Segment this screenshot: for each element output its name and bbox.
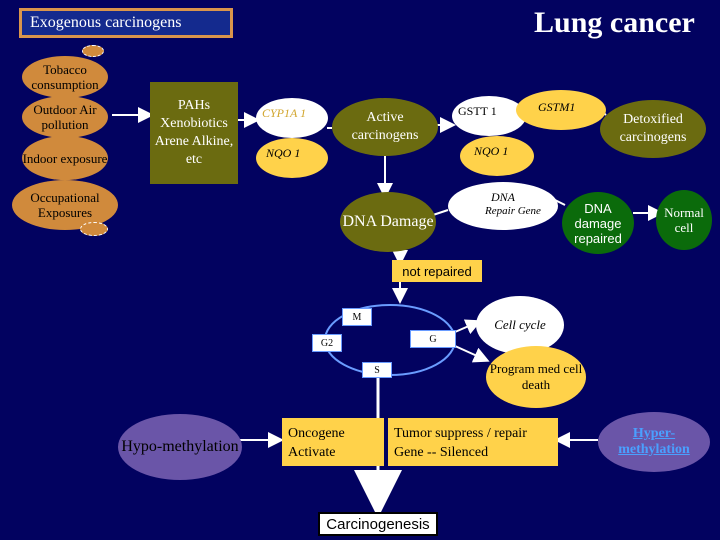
carcinogen-agents: PAHs Xenobiotics Arene Alkine, etc (150, 82, 238, 184)
cell-death-text: Program med cell death (489, 361, 583, 392)
occupational-exposures: Occupational Exposures (12, 180, 118, 230)
phase-m: M (342, 308, 372, 326)
tobacco-consumption: Tobacco consumption (22, 56, 108, 98)
dna-damage: DNA Damage (340, 192, 436, 252)
cyp1a1-label: CYP1A 1 (262, 106, 307, 120)
detoxified-carcinogens: Detoxified carcinogens (600, 100, 706, 158)
tobacco-label: Tobacco consumption (31, 62, 99, 92)
carcinogenesis: Carcinogenesis (318, 512, 438, 536)
cell-cycle-label: Cell cycle (476, 296, 564, 354)
hypo-methylation: Hypo-methylation (118, 414, 242, 480)
tumor-label: Tumor suppress / repair Gene -- Silenced (394, 426, 527, 460)
normal-cell-label: Normal cell (664, 205, 704, 235)
dna-repair-gene: DNA Repair Gene (448, 182, 558, 230)
phase-m-label: M (352, 311, 362, 323)
active-label: Active carcinogens (351, 110, 419, 143)
not-repaired-label: not repaired (402, 263, 472, 279)
hyper-methylation: Hyper-methylation (598, 412, 710, 472)
carcinogenesis-label: Carcinogenesis (326, 515, 430, 533)
detoxified-label: Detoxified carcinogens (619, 112, 687, 145)
tumor-suppress-silenced: Tumor suppress / repair Gene -- Silenced (388, 418, 558, 466)
repair-gene-sub: Repair Gene (485, 205, 541, 217)
normal-cell: Normal cell (656, 190, 712, 250)
oncogene-activate: Oncogene Activate (282, 418, 384, 466)
phase-g1: G (410, 330, 456, 348)
nqo1-right-enzyme: NQO 1 (460, 136, 534, 176)
gstm1-enzyme: GSTM1 (516, 90, 606, 130)
nqo1-right-label: NQO 1 (474, 144, 509, 158)
phase-g1-label: G (429, 333, 437, 345)
gstt1-enzyme: GSTT 1 (452, 96, 526, 136)
decor-oval-top (82, 45, 104, 57)
oncogene-label: Oncogene Activate (288, 426, 345, 460)
exogenous-title: Exogenous carcinogens (19, 8, 233, 38)
active-carcinogens: Active carcinogens (332, 98, 438, 156)
lung-cancer-title: Lung cancer (534, 6, 695, 39)
phase-g2-label: G2 (320, 337, 334, 349)
nqo1-left-label: NQO 1 (266, 146, 301, 160)
arrow-damage-to-repair (432, 209, 449, 216)
hyper-label: Hyper-methylation (618, 426, 690, 457)
dna-damage-repaired: DNA damage repaired (562, 192, 634, 254)
arrow-to-cycle-label (454, 319, 482, 335)
decor-oval-bottom (80, 222, 108, 236)
phase-s-label: S (374, 364, 380, 376)
indoor-exposure: Indoor exposure (22, 136, 108, 180)
repaired-label: DNA damage repaired (574, 200, 622, 246)
hypo-label: Hypo-methylation (121, 438, 239, 455)
gstt1-label: GSTT 1 (458, 104, 497, 118)
cyp1a1-enzyme: CYP1A 1 (256, 98, 328, 138)
outdoor-label: Outdoor Air pollution (33, 102, 97, 132)
indoor-label: Indoor exposure (22, 150, 108, 166)
dna-damage-label: DNA Damage (342, 213, 434, 230)
arrow-to-death-label (454, 345, 490, 363)
agents-label: PAHs Xenobiotics Arene Alkine, etc (154, 98, 234, 167)
phase-g2: G2 (312, 334, 342, 352)
gstm1-label: GSTM1 (538, 100, 576, 114)
occupational-label: Occupational Exposures (30, 190, 100, 220)
phase-s: S (362, 362, 392, 378)
nqo1-left-enzyme: NQO 1 (256, 138, 328, 178)
cell-cycle-text: Cell cycle (494, 317, 546, 332)
exogenous-title-text: Exogenous carcinogens (30, 14, 182, 31)
not-repaired: not repaired (392, 260, 482, 282)
outdoor-air-pollution: Outdoor Air pollution (22, 96, 108, 138)
repair-gene-title: DNA (491, 190, 515, 204)
programmed-cell-death: Program med cell death (486, 346, 586, 408)
